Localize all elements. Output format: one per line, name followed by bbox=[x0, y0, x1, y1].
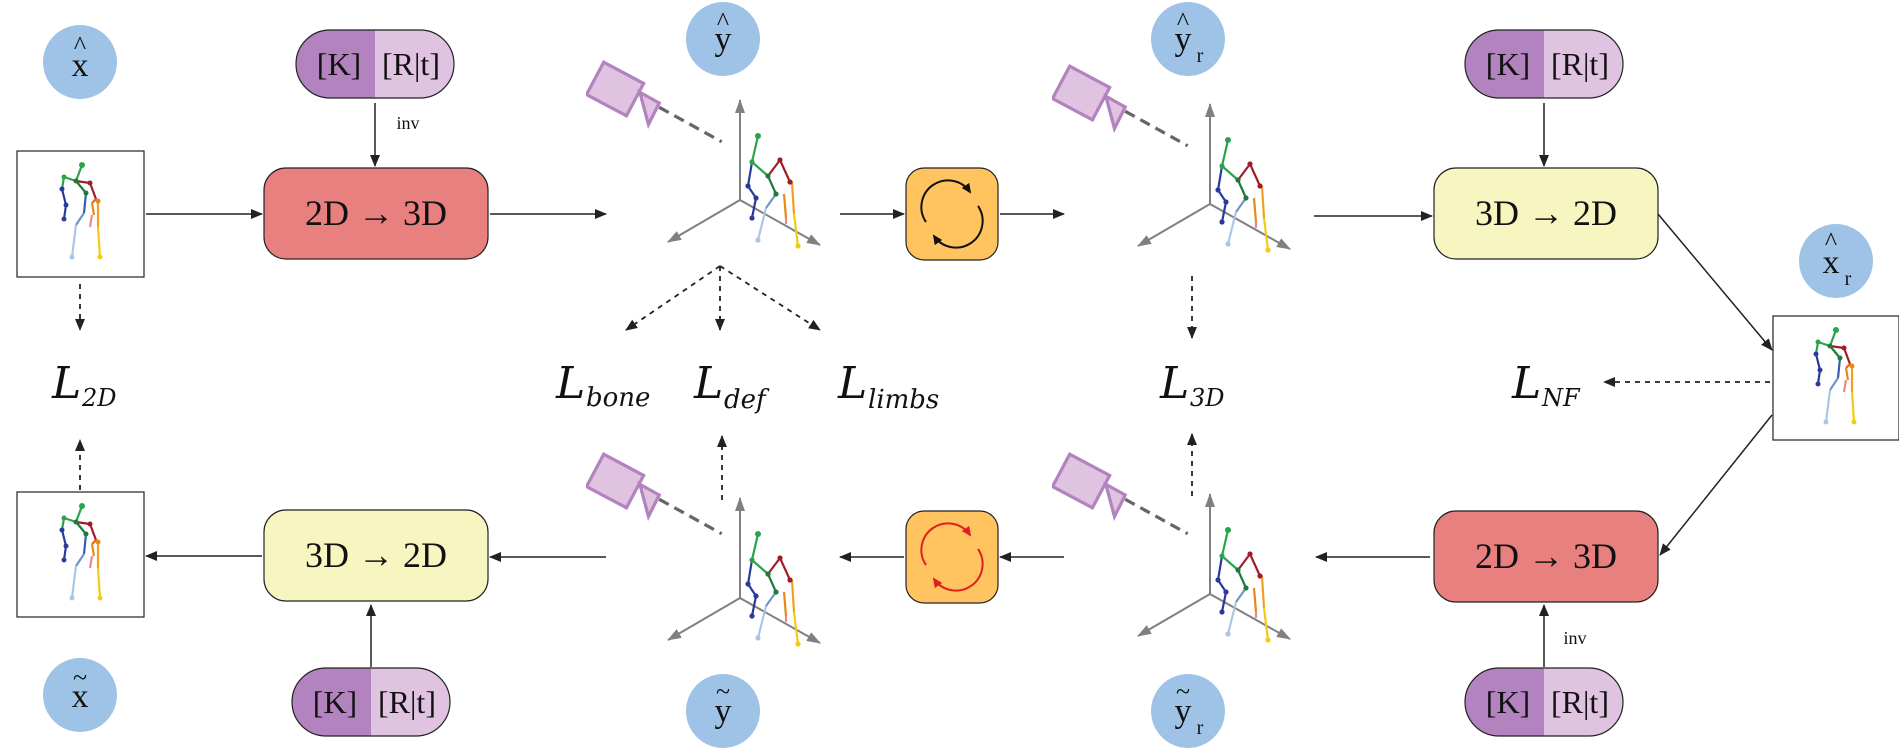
camera-icon bbox=[586, 60, 724, 144]
svg-text:def: def bbox=[724, 385, 770, 415]
svg-text:r: r bbox=[1197, 45, 1204, 67]
circle-x-tilde: x ~ bbox=[43, 658, 117, 732]
rotation-box-bottom bbox=[905, 510, 999, 604]
pose-2d-input bbox=[16, 150, 145, 278]
svg-text:bone: bone bbox=[586, 383, 650, 413]
camera-params-bottom-left: [K] [R|t] bbox=[291, 667, 451, 737]
loss-2d: L 2D bbox=[51, 358, 117, 412]
camera-icon bbox=[1052, 452, 1190, 536]
svg-text:2D → 3D: 2D → 3D bbox=[1475, 536, 1617, 576]
loss-def: L def bbox=[693, 358, 770, 415]
camera-params-top-right: [K] [R|t] bbox=[1464, 29, 1624, 99]
scene-3d-y-tilde-r bbox=[1052, 452, 1290, 643]
circle-y-tilde-r: y ~ r bbox=[1151, 674, 1225, 748]
camera-icon bbox=[586, 452, 724, 536]
scene-3d-y-tilde bbox=[586, 452, 820, 647]
svg-text:y: y bbox=[1175, 21, 1192, 58]
svg-text:[K]: [K] bbox=[317, 46, 361, 82]
circle-x-hat: x ^ bbox=[43, 25, 117, 99]
circular-arrows-icon bbox=[920, 179, 984, 249]
svg-text:y: y bbox=[715, 21, 732, 58]
svg-text:y: y bbox=[715, 693, 732, 730]
svg-text:r: r bbox=[1197, 717, 1204, 739]
circular-arrows-icon bbox=[920, 522, 984, 592]
svg-text:[K]: [K] bbox=[1486, 46, 1530, 82]
loss-bone: L bone bbox=[555, 358, 650, 413]
svg-text:L: L bbox=[1511, 358, 1541, 409]
svg-text:~: ~ bbox=[73, 663, 87, 692]
svg-text:^: ^ bbox=[1177, 7, 1189, 36]
svg-text:r: r bbox=[1845, 268, 1852, 290]
svg-text:[K]: [K] bbox=[313, 684, 357, 720]
svg-text:x: x bbox=[1823, 244, 1840, 281]
proj-box-top: 3D → 2D bbox=[1433, 167, 1659, 260]
loss-3d: L 3D bbox=[1159, 358, 1225, 412]
svg-text:NF: NF bbox=[1541, 384, 1581, 412]
circle-y-hat-r: y ^ r bbox=[1151, 2, 1225, 76]
inv-label-bottom: inv bbox=[1563, 628, 1586, 648]
proj-box-bottom: 3D → 2D bbox=[263, 509, 489, 602]
arrow-2d-to-lift bbox=[1659, 414, 1773, 556]
svg-text:[R|t]: [R|t] bbox=[382, 46, 440, 82]
inv-label-top: inv bbox=[396, 113, 419, 133]
circle-x-hat-r: x ^ r bbox=[1799, 224, 1873, 298]
scene-3d-y-hat-r bbox=[1052, 64, 1290, 253]
camera-icon bbox=[1052, 64, 1190, 148]
circle-y-hat: y ^ bbox=[686, 2, 760, 76]
camera-params-bottom-right: [K] [R|t] bbox=[1464, 667, 1624, 737]
3d-axes-icon bbox=[1138, 104, 1290, 253]
lift-box-top: 2D → 3D bbox=[263, 167, 489, 260]
svg-text:L: L bbox=[555, 358, 585, 409]
svg-text:3D → 2D: 3D → 2D bbox=[1475, 193, 1617, 233]
svg-text:x: x bbox=[72, 678, 89, 715]
svg-text:^: ^ bbox=[717, 7, 729, 36]
svg-text:limbs: limbs bbox=[868, 385, 939, 415]
loss-limbs: L limbs bbox=[837, 358, 939, 415]
svg-text:L: L bbox=[693, 358, 723, 409]
svg-text:L: L bbox=[1159, 358, 1189, 409]
svg-text:[R|t]: [R|t] bbox=[1551, 46, 1609, 82]
svg-text:3D: 3D bbox=[1190, 384, 1225, 412]
svg-text:L: L bbox=[837, 358, 867, 409]
3d-axes-icon bbox=[668, 100, 820, 249]
flow-arrows bbox=[145, 103, 1773, 667]
arrow-proj-to-2d bbox=[1657, 213, 1773, 351]
svg-text:y: y bbox=[1175, 693, 1192, 730]
rotation-box-top bbox=[905, 167, 999, 261]
loss-arrows bbox=[75, 265, 1770, 500]
svg-text:^: ^ bbox=[74, 31, 86, 60]
circle-y-tilde: y ~ bbox=[686, 674, 760, 748]
svg-text:2D: 2D bbox=[81, 384, 117, 412]
svg-text:2D → 3D: 2D → 3D bbox=[305, 193, 447, 233]
svg-text:x: x bbox=[72, 47, 89, 84]
3d-axes-icon bbox=[668, 498, 820, 647]
svg-text:[K]: [K] bbox=[1486, 684, 1530, 720]
3d-axes-icon bbox=[1138, 494, 1290, 643]
loss-nf: L NF bbox=[1511, 358, 1581, 412]
lift-box-bottom: 2D → 3D bbox=[1433, 510, 1659, 603]
svg-text:~: ~ bbox=[1176, 677, 1190, 706]
pose-2d-reprojected bbox=[1772, 315, 1899, 441]
scene-3d-y-hat bbox=[586, 60, 820, 249]
svg-text:[R|t]: [R|t] bbox=[1551, 684, 1609, 720]
camera-params-top-left: [K] [R|t] bbox=[295, 29, 455, 99]
svg-text:~: ~ bbox=[716, 677, 730, 706]
pose-2d-output bbox=[16, 491, 145, 618]
svg-text:^: ^ bbox=[1825, 227, 1837, 256]
svg-text:[R|t]: [R|t] bbox=[378, 684, 436, 720]
svg-text:L: L bbox=[51, 358, 81, 409]
svg-text:3D → 2D: 3D → 2D bbox=[305, 535, 447, 575]
